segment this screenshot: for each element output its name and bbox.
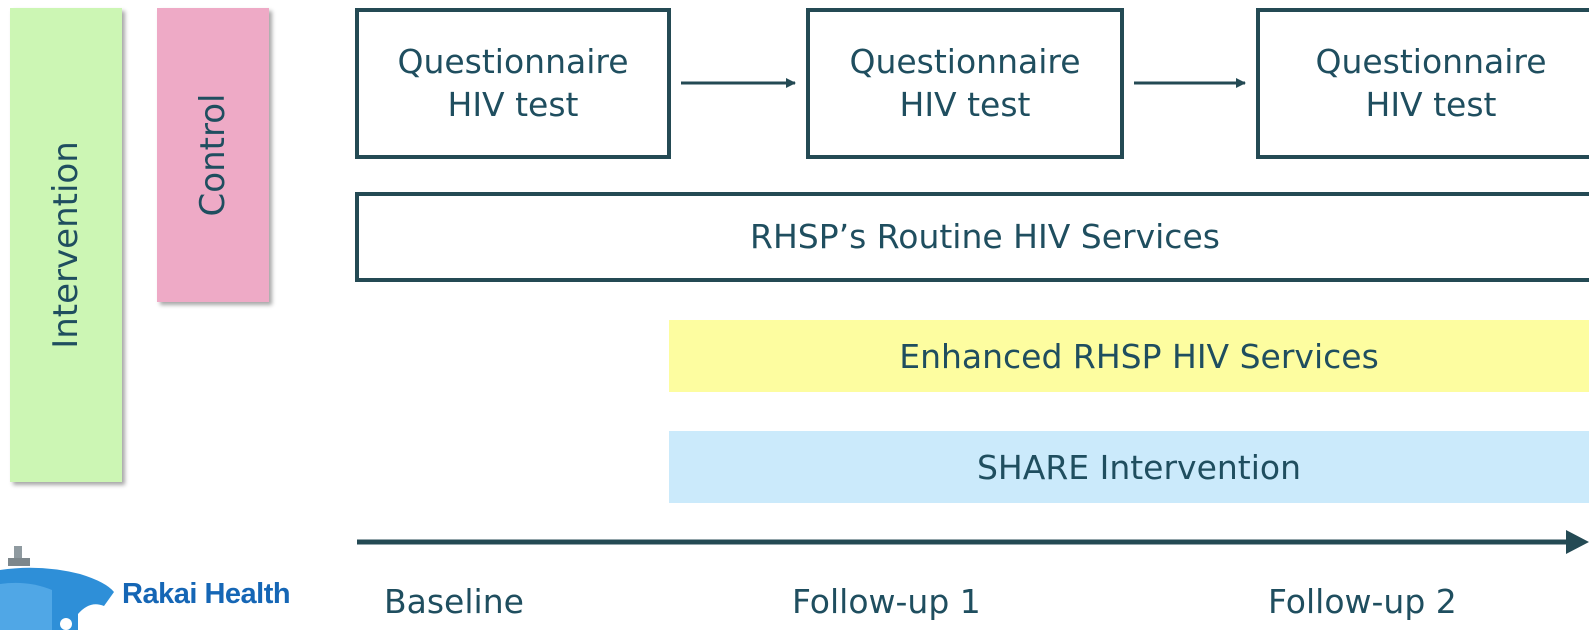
routine-services-box: RHSP’s Routine HIV Services [355, 192, 1589, 282]
control-arm-bar: Control [157, 8, 269, 302]
timeline-label-follow-up-1: Follow-up 1 [792, 582, 981, 621]
share-intervention-label: SHARE Intervention [976, 447, 1302, 487]
follow-up-1-survey-box: Questionnaire HIV test [806, 8, 1124, 159]
routine-services-label: RHSP’s Routine HIV Services [750, 216, 1220, 256]
survey-line-hiv-test: HIV test [1365, 84, 1497, 124]
survey-line-hiv-test: HIV test [447, 84, 579, 124]
timeline-label-follow-up-2: Follow-up 2 [1268, 582, 1457, 621]
timeline-label-baseline: Baseline [384, 582, 524, 621]
rakai-logo-icon [0, 546, 114, 630]
survey-line-hiv-test: HIV test [899, 84, 1031, 124]
survey-line-questionnaire: Questionnaire [397, 42, 629, 82]
share-intervention-band: SHARE Intervention [669, 431, 1589, 503]
survey-line-questionnaire: Questionnaire [1315, 42, 1547, 82]
follow-up-2-survey-box: Questionnaire HIV test [1256, 8, 1589, 159]
survey-line-questionnaire: Questionnaire [849, 42, 1081, 82]
logo-text: Rakai Health [122, 578, 291, 610]
enhanced-services-band: Enhanced RHSP HIV Services [669, 320, 1589, 392]
baseline-survey-box: Questionnaire HIV test [355, 8, 671, 159]
timeline-arrowhead [1566, 530, 1589, 554]
enhanced-services-label: Enhanced RHSP HIV Services [899, 336, 1379, 376]
intervention-arm-bar: Intervention [10, 8, 122, 482]
